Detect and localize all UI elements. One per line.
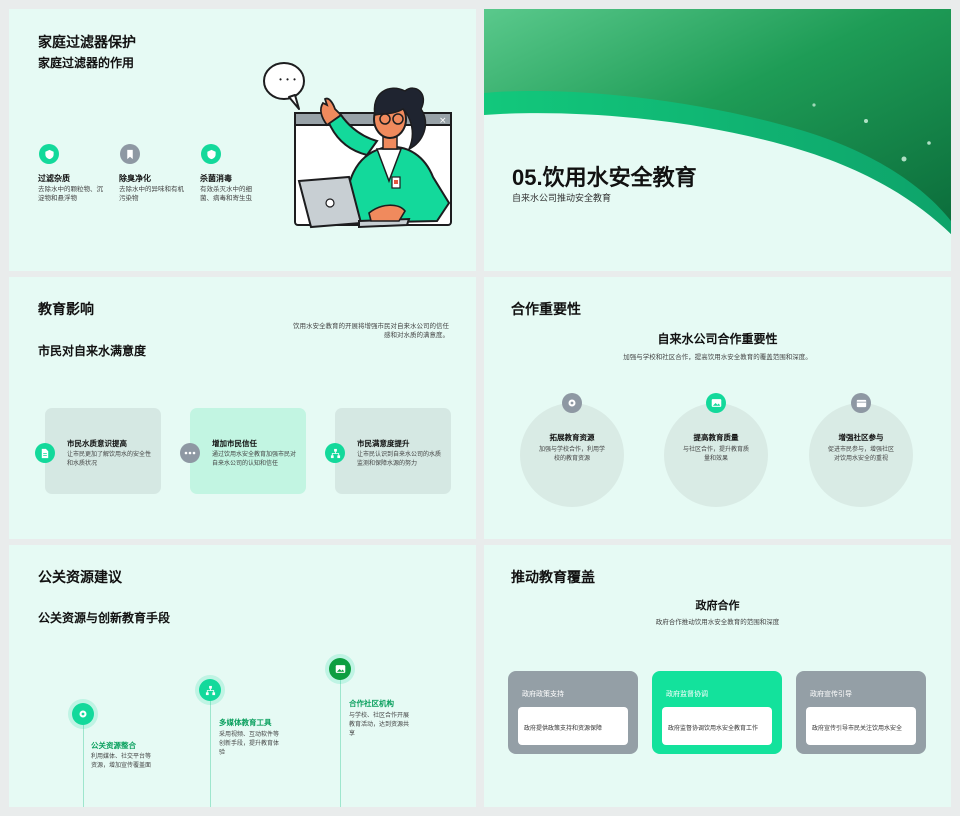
impact-card-title: 增加市民信任 xyxy=(212,439,257,448)
cooperation-item[interactable]: 增强社区参与 促进市民参与，增强社区对饮用水安全的重视 xyxy=(809,403,913,507)
slide-pr-resources[interactable]: 公关资源建议 公关资源与创新教育手段 公关资源整合 利用媒体、社交平台等资源，增… xyxy=(9,545,476,807)
step-desc: 采用视频、互动软件等创新手段，提升教育体验 xyxy=(219,732,280,756)
cooperation-item[interactable]: 拓展教育资源 加强与学校合作，利用学校的教育资源 xyxy=(520,403,624,507)
location-icon[interactable] xyxy=(72,703,94,725)
step-desc: 利用媒体、社交平台等资源，增加宣传覆盖面 xyxy=(91,754,152,769)
government-card-title: 政府监督协调 xyxy=(666,691,708,698)
image-icon xyxy=(706,393,726,413)
government-card-body: 政府监督协调饮用水安全教育工作 xyxy=(662,707,772,745)
bookmark-icon xyxy=(120,144,140,164)
impact-card-desc: 让市民更加了解饮用水的安全性和水质状况 xyxy=(67,452,152,467)
speech-bubble-dots: • • • xyxy=(279,75,297,84)
slide-title: 教育影响 xyxy=(38,301,94,317)
presenter-illustration: × xyxy=(263,62,452,229)
cooperation-item-desc: 促进市民参与，增强社区对饮用水安全的重视 xyxy=(827,447,894,462)
section-subtitle: 自来水公司推动安全教育 xyxy=(512,193,612,203)
leaf-banner xyxy=(484,9,951,234)
step-desc: 与学校、社区合作开展教育活动，达到资源共享 xyxy=(349,713,410,737)
impact-card-title: 市民满意度提升 xyxy=(357,439,410,448)
slide-subtitle: 政府合作 xyxy=(695,600,740,612)
slide-note: 加强与学校和社区合作，提高饮用水安全教育的覆盖范围和深度。 xyxy=(623,354,812,361)
impact-card-desc: 让市民认识到自来水公司的水质监测和保障水源的努力 xyxy=(357,452,442,467)
feature-title: 除臭净化 xyxy=(119,174,151,183)
step-title: 多媒体教育工具 xyxy=(219,718,272,727)
feature-title: 过滤杂质 xyxy=(38,174,70,183)
impact-card-desc: 通过饮用水安全教育加强市民对自来水公司的认知和信任 xyxy=(212,452,297,467)
timeline-line xyxy=(340,679,341,807)
government-card-desc: 政府宣传引导市民关注饮用水安全 xyxy=(812,726,903,732)
slide-cooperation[interactable]: 合作重要性 自来水公司合作重要性 加强与学校和社区合作，提高饮用水安全教育的覆盖… xyxy=(484,277,951,539)
section-title: 05.饮用水安全教育 xyxy=(512,165,697,190)
location-icon xyxy=(562,393,582,413)
slide-title: 合作重要性 xyxy=(511,301,581,317)
government-card-body: 政府提供政策支持和资源保障 xyxy=(518,707,628,745)
slide-title: 家庭过滤器保护 xyxy=(38,34,136,50)
image-icon[interactable] xyxy=(329,658,351,680)
wallet-icon xyxy=(851,393,871,413)
slide-subtitle: 家庭过滤器的作用 xyxy=(38,56,135,70)
cooperation-item-desc: 加强与学校合作，利用学校的教育资源 xyxy=(538,447,605,462)
network-icon xyxy=(325,443,345,463)
slide-education-coverage[interactable]: 推动教育覆盖 政府合作 政府合作推动饮用水安全教育的范围和深度 政府政策支持 政… xyxy=(484,545,951,807)
impact-card-title: 市民水质意识提高 xyxy=(67,439,127,448)
cooperation-item-title: 增强社区参与 xyxy=(838,433,884,442)
slide-education-impact[interactable]: 教育影响 饮用水安全教育的开展将增强市民对自来水公司的信任感和对水质的满意度。 … xyxy=(9,277,476,539)
government-card-desc: 政府监督协调饮用水安全教育工作 xyxy=(668,726,759,732)
slide-home-filter[interactable]: 家庭过滤器保护 家庭过滤器的作用 过滤杂质 去除水中的颗粒物、沉淀物和悬浮物 除… xyxy=(9,9,476,271)
svg-text:×: × xyxy=(439,116,447,126)
cooperation-item[interactable]: 提高教育质量 与社区合作，提升教育质量和效果 xyxy=(664,403,768,507)
step-title: 公关资源整合 xyxy=(91,741,136,750)
slide-subtitle: 市民对自来水满意度 xyxy=(38,344,147,358)
impact-card[interactable]: 增加市民信任 通过饮用水安全教育加强市民对自来水公司的认知和信任 xyxy=(190,408,306,494)
feature-desc: 有效杀灭水中的细菌、病毒和寄生虫 xyxy=(200,186,252,202)
cooperation-item-title: 拓展教育资源 xyxy=(549,433,595,442)
dots-icon xyxy=(180,443,200,463)
slide-subtitle: 公关资源与创新教育手段 xyxy=(38,611,171,625)
impact-card[interactable]: 市民满意度提升 让市民认识到自来水公司的水质监测和保障水源的努力 xyxy=(335,408,451,494)
slide-note: 饮用水安全教育的开展将增强市民对自来水公司的信任感和对水质的满意度。 xyxy=(293,323,449,339)
feature-title: 杀菌消毒 xyxy=(200,174,232,183)
timeline-line xyxy=(210,700,211,807)
government-card-desc: 政府提供政策支持和资源保障 xyxy=(524,726,603,732)
slide-section-cover[interactable]: 05.饮用水安全教育 自来水公司推动安全教育 xyxy=(484,9,951,271)
cooperation-item-desc: 与社区合作，提升教育质量和效果 xyxy=(682,447,749,462)
shield-icon xyxy=(201,144,221,164)
step-title: 合作社区机构 xyxy=(349,699,394,708)
feature-desc: 去除水中的颗粒物、沉淀物和悬浮物 xyxy=(38,186,103,202)
slide-title: 公关资源建议 xyxy=(38,569,122,585)
slide-note: 政府合作推动饮用水安全教育的范围和深度 xyxy=(655,619,780,626)
shield-icon xyxy=(39,144,59,164)
government-card-title: 政府宣传引导 xyxy=(810,691,852,698)
network-icon[interactable] xyxy=(199,679,221,701)
document-icon xyxy=(35,443,55,463)
cooperation-item-title: 提高教育质量 xyxy=(693,433,739,442)
slide-title: 推动教育覆盖 xyxy=(511,569,595,585)
government-card[interactable]: 政府政策支持 政府提供政策支持和资源保障 xyxy=(508,671,638,754)
feature-desc: 去除水中的异味和有机污染物 xyxy=(119,186,184,202)
government-card-body: 政府宣传引导市民关注饮用水安全 xyxy=(806,707,916,745)
government-card[interactable]: 政府宣传引导 政府宣传引导市民关注饮用水安全 xyxy=(796,671,926,754)
impact-card[interactable]: 市民水质意识提高 让市民更加了解饮用水的安全性和水质状况 xyxy=(45,408,161,494)
timeline-line xyxy=(83,725,84,807)
government-card-title: 政府政策支持 xyxy=(522,691,564,698)
government-card[interactable]: 政府监督协调 政府监督协调饮用水安全教育工作 xyxy=(652,671,782,754)
slide-subtitle: 自来水公司合作重要性 xyxy=(657,332,778,346)
